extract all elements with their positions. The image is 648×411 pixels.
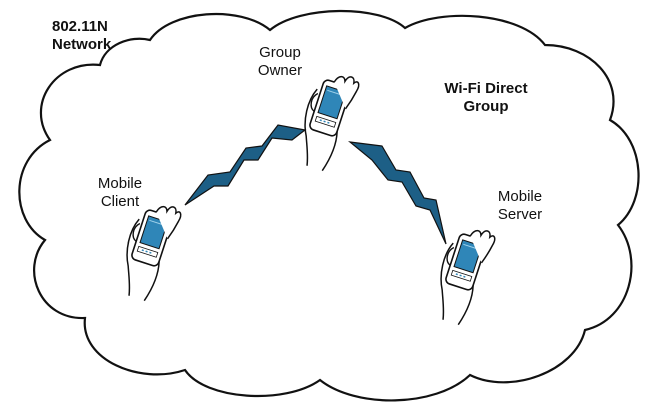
mobile-client-label-line1: Mobile — [97, 175, 143, 192]
client-owner-link-icon — [184, 124, 307, 206]
wifi-direct-label-line1: Wi-Fi Direct — [444, 80, 528, 97]
wifi-direct-group-label: Wi-Fi Direct Group — [420, 80, 552, 115]
mobile-server-label-line1: Mobile — [497, 188, 543, 205]
group-owner-label-line2: Owner — [257, 61, 303, 79]
network-label: 802.11N Network — [52, 18, 111, 53]
wifi-direct-label-line2: Group — [463, 97, 509, 115]
mobile-client-label: Mobile Client — [80, 175, 160, 210]
mobile-server-label: Mobile Server — [480, 188, 560, 223]
cloud-boundary-icon — [18, 9, 640, 402]
mobile-server-label-line2: Server — [497, 205, 543, 223]
owner-server-link-icon — [348, 141, 447, 245]
mobile-client-label-line2: Client — [100, 192, 140, 210]
group-owner-label: Group Owner — [240, 44, 320, 79]
group-owner-label-line1: Group — [259, 44, 301, 61]
network-label-line1: 802.11N — [52, 18, 108, 35]
network-label-line2: Network — [52, 35, 112, 53]
